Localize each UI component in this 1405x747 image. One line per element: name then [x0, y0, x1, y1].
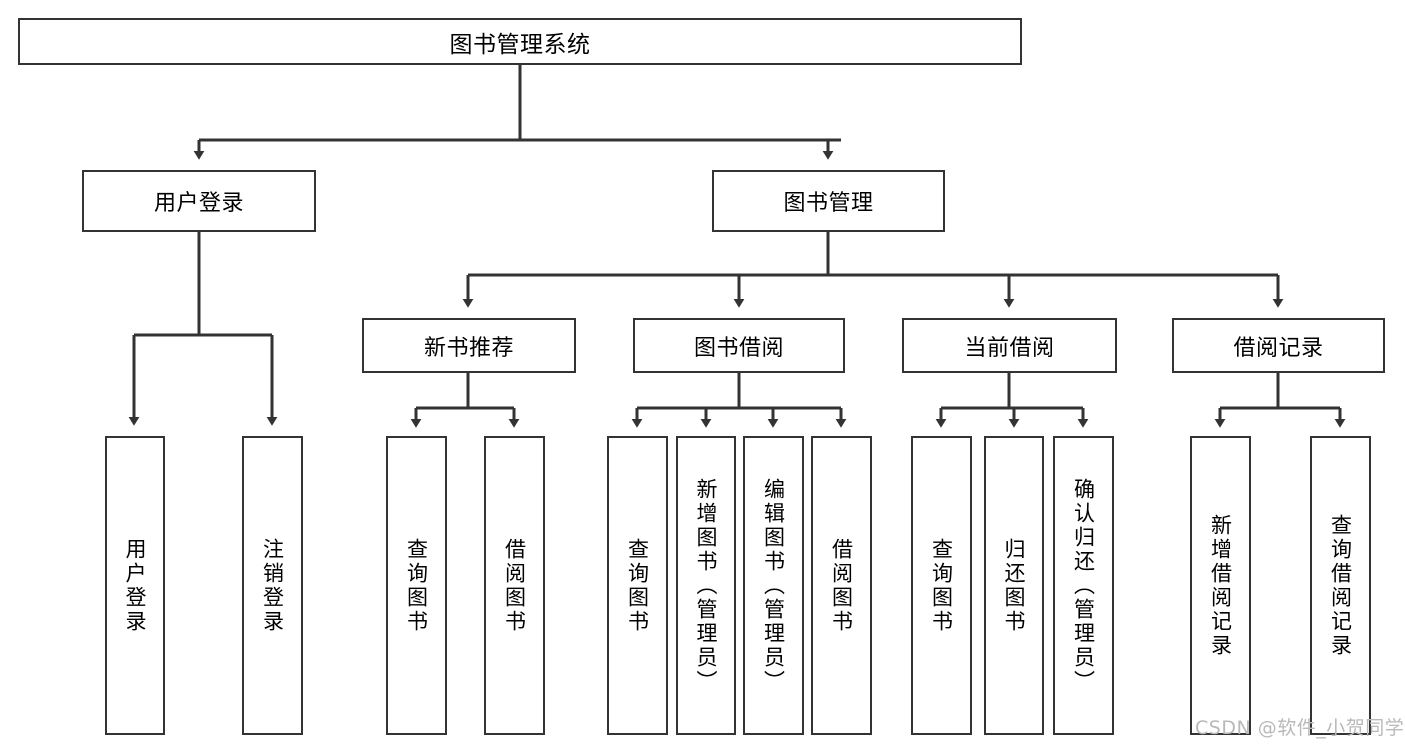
- node-level1-1[interactable]: 用户登录: [82, 170, 316, 232]
- node-level2-2[interactable]: 图书借阅: [633, 318, 845, 373]
- csdn-watermark: CSDN @软件_小贺同学: [1195, 717, 1405, 739]
- node-label: 用户登录: [123, 537, 148, 634]
- node-label: 查询图书: [929, 537, 954, 634]
- node-label: 借阅记录: [1233, 335, 1324, 361]
- node-level2-3[interactable]: 当前借阅: [902, 318, 1117, 373]
- node-label: 查询图书: [404, 537, 429, 634]
- node-leaf-1[interactable]: 用户登录: [105, 436, 165, 735]
- node-label: 图书借阅: [693, 335, 784, 361]
- node-label: 新增借阅记录: [1208, 513, 1233, 658]
- node-leaf-2[interactable]: 注销登录: [242, 436, 303, 735]
- node-label: 当前借阅: [964, 335, 1055, 361]
- node-label: 注销登录: [260, 537, 285, 634]
- node-label: 借阅图书: [502, 537, 527, 634]
- node-level2-1[interactable]: 新书推荐: [362, 318, 576, 373]
- node-label: 查询图书: [625, 537, 650, 634]
- node-label: 编辑图书（管理员）: [761, 477, 786, 694]
- node-label: 用户登录: [153, 191, 244, 216]
- node-leaf-3[interactable]: 查询图书: [386, 436, 447, 735]
- node-leaf-4[interactable]: 借阅图书: [484, 436, 545, 735]
- node-leaf-10[interactable]: 归还图书: [984, 436, 1044, 735]
- node-label: 确认归还（管理员）: [1071, 477, 1096, 694]
- node-label: 图书管理系统: [449, 31, 591, 58]
- node-label: 借阅图书: [829, 537, 854, 634]
- node-leaf-5[interactable]: 查询图书: [607, 436, 668, 735]
- node-leaf-11[interactable]: 确认归还（管理员）: [1053, 436, 1114, 735]
- node-book-management-system[interactable]: 图书管理系统: [18, 18, 1022, 65]
- node-leaf-8[interactable]: 借阅图书: [811, 436, 872, 735]
- node-leaf-7[interactable]: 编辑图书（管理员）: [743, 436, 804, 735]
- node-label: 查询借阅记录: [1328, 513, 1353, 658]
- node-label: 归还图书: [1002, 537, 1027, 634]
- node-label: 图书管理: [783, 191, 874, 216]
- node-label: 新增图书（管理员）: [694, 477, 719, 694]
- node-leaf-9[interactable]: 查询图书: [911, 436, 972, 735]
- node-label: 新书推荐: [423, 335, 514, 361]
- node-level1-2[interactable]: 图书管理: [712, 170, 945, 232]
- node-leaf-6[interactable]: 新增图书（管理员）: [676, 436, 736, 735]
- node-leaf-13[interactable]: 查询借阅记录: [1310, 436, 1371, 735]
- node-leaf-12[interactable]: 新增借阅记录: [1190, 436, 1251, 735]
- node-level2-4[interactable]: 借阅记录: [1172, 318, 1385, 373]
